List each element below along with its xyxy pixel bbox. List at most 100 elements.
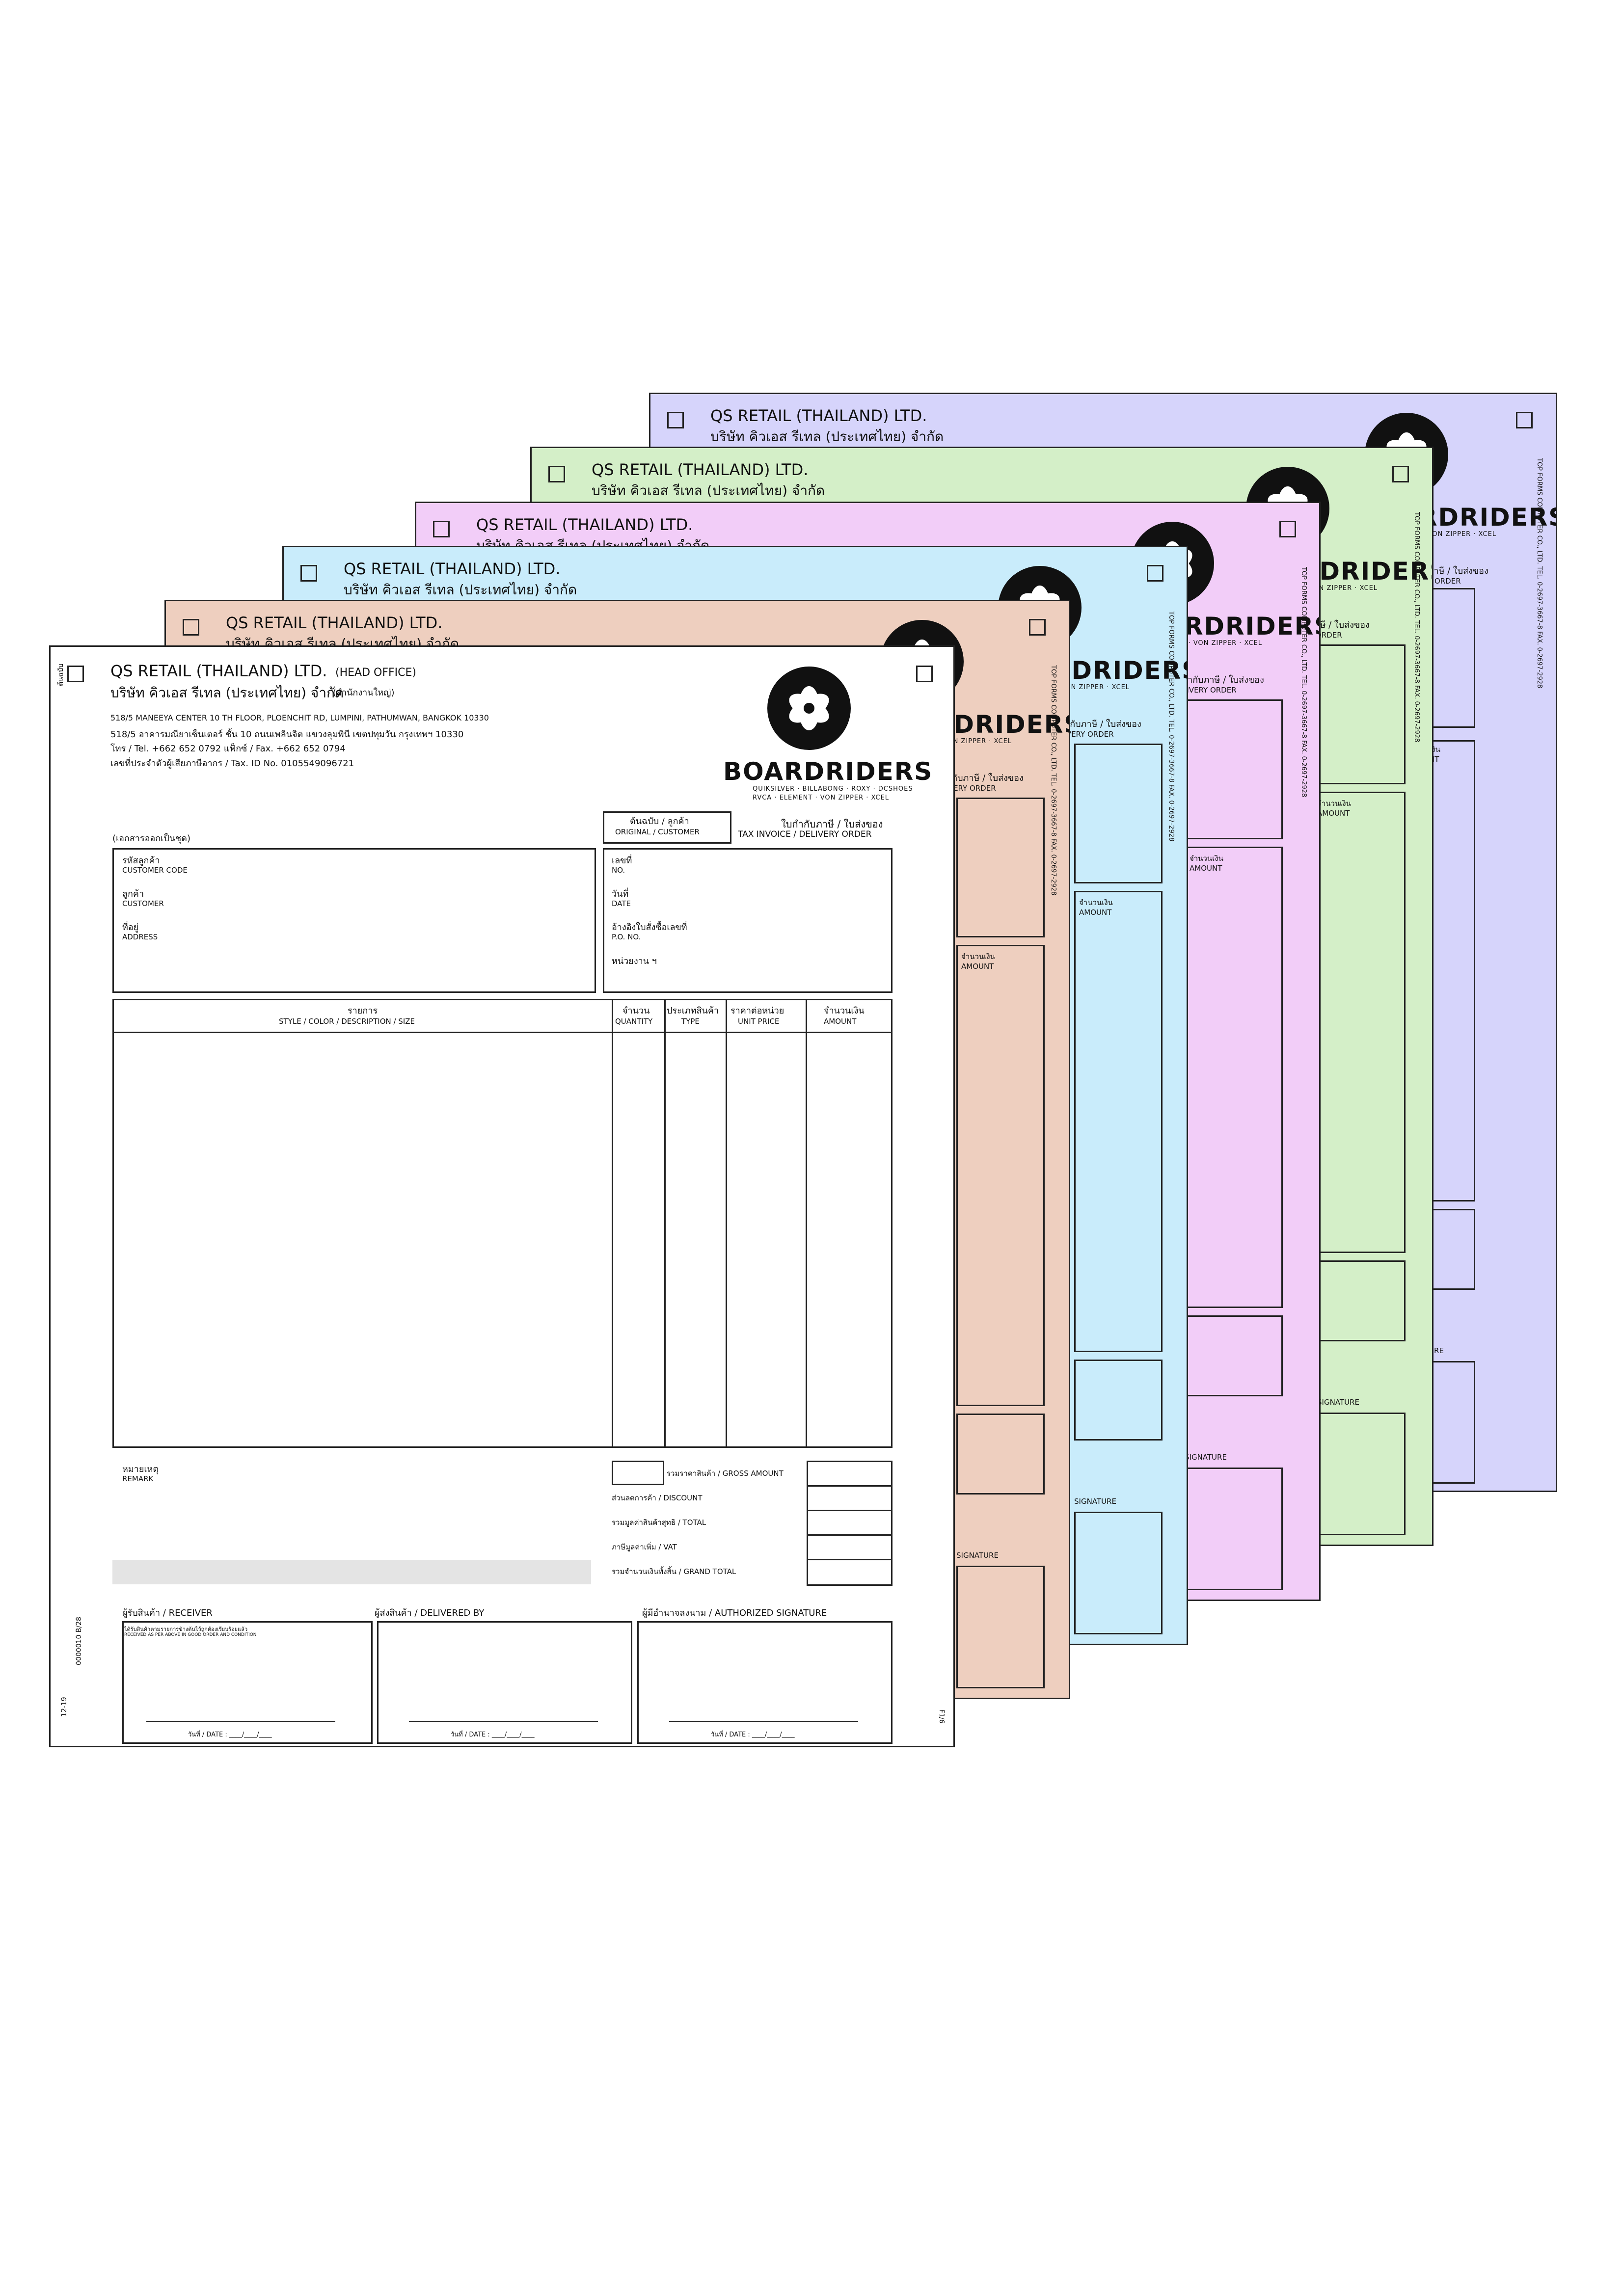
checkbox[interactable]: [1147, 565, 1163, 582]
totals-box: [956, 1414, 1045, 1495]
col-qty-th: จำนวน: [622, 1006, 650, 1016]
brand-name: BOARDRIDERS: [723, 757, 933, 786]
authorized-box: [637, 1621, 893, 1744]
no-th: เลขที่: [612, 855, 632, 866]
col-price-th: ราคาต่อหน่วย: [730, 1006, 784, 1016]
checkbox[interactable]: [183, 619, 199, 636]
amount-header-th: จำนวนเงิน: [1190, 854, 1223, 863]
totals-box: [1074, 1360, 1163, 1441]
customer-en: CUSTOMER: [122, 899, 164, 908]
checkbox[interactable]: [916, 666, 933, 682]
delivered-date: วันที่ / DATE : ____/____/____: [451, 1731, 535, 1738]
signature-box: [1185, 1468, 1283, 1590]
signature-box: [1312, 1413, 1406, 1535]
items-table: [112, 999, 893, 1448]
checkbox[interactable]: [1392, 466, 1409, 482]
copy-type-th: ต้นฉบับ / ลูกค้า: [630, 816, 689, 827]
signature-label: SIGNATURE: [1074, 1497, 1116, 1506]
checkbox[interactable]: [1516, 412, 1533, 428]
copy-title: ใบกำกับภาษี / ใบส่งของ: [1172, 675, 1264, 685]
col-amount-en: AMOUNT: [824, 1017, 857, 1026]
amount-header-en: AMOUNT: [1317, 809, 1350, 818]
col-amount-th: จำนวนเงิน: [824, 1006, 865, 1016]
amount-header-th: จำนวนเงิน: [961, 952, 995, 961]
checkbox[interactable]: [1279, 521, 1296, 537]
brand-logo-icon: [767, 667, 851, 750]
customer-th: ลูกค้า: [122, 889, 144, 899]
customer-box: [112, 848, 596, 993]
company-name-th: บริษัท คิวเอส รีเทล (ประเทศไทย) จำกัด: [710, 428, 944, 445]
sheet-white: ต้นฉบับ QS RETAIL (THAILAND) LTD. (HEAD …: [49, 645, 955, 1747]
checkbox[interactable]: [433, 521, 450, 537]
amount-header-en: AMOUNT: [1190, 864, 1222, 873]
total-label: รวมมูลค่าสินค้าสุทธิ / TOTAL: [612, 1518, 706, 1527]
gross-label: รวมราคาสินค้า / GROSS AMOUNT: [667, 1469, 784, 1478]
amount-column: [1074, 891, 1163, 1352]
totals-box: [1312, 1260, 1406, 1341]
receiver-date: วันที่ / DATE : ____/____/____: [188, 1731, 272, 1738]
col-desc-en: STYLE / COLOR / DESCRIPTION / SIZE: [279, 1017, 415, 1026]
receiver-label: ผู้รับสินค้า / RECEIVER: [122, 1608, 213, 1618]
company-name-th: บริษัท คิวเอส รีเทล (ประเทศไทย) จำกัด: [344, 582, 577, 598]
delivered-label: ผู้ส่งสินค้า / DELIVERED BY: [375, 1608, 485, 1618]
head-office: (HEAD OFFICE): [335, 667, 416, 679]
checkbox[interactable]: [67, 666, 84, 682]
customer-code-en: CUSTOMER CODE: [122, 866, 188, 875]
amount-header-en: AMOUNT: [1079, 908, 1112, 917]
signature-label: SIGNATURE: [1317, 1398, 1359, 1407]
doc-info-box: [603, 848, 893, 993]
address-th-label: ที่อยู่: [122, 922, 139, 933]
checkbox[interactable]: [1029, 619, 1046, 636]
side-label: ต้นฉบับ: [57, 664, 65, 686]
doc-note: (เอกสารออกเป็นชุด): [112, 833, 190, 844]
form-code-right: F1/6: [938, 1709, 945, 1724]
amount-header-th: จำนวนเงิน: [1317, 799, 1351, 808]
copy-title: ใบกำกับภาษี / ใบส่งของ: [1050, 719, 1141, 729]
col-type-en: TYPE: [681, 1017, 700, 1026]
branch-th: (สำนักงานใหญ่): [333, 688, 395, 698]
po-en: P.O. NO.: [612, 933, 641, 941]
amount-column: [956, 945, 1045, 1406]
brand-sub-1: QUIKSILVER · BILLABONG · ROXY · DCSHOES: [753, 785, 913, 793]
copy-type-en: ORIGINAL / CUSTOMER: [615, 828, 700, 836]
discount-label: ส่วนลดการค้า / DISCOUNT: [612, 1494, 703, 1502]
doc-title-th: ใบกำกับภาษี / ใบส่งของ: [781, 818, 883, 830]
col-qty-en: QUANTITY: [615, 1017, 653, 1026]
delivered-box: [377, 1621, 632, 1744]
form-code-left: 12-19: [60, 1697, 68, 1717]
receiver-note-th: ได้รับสินค้าตามรายการข้างต้นไว้ถูกต้องเร…: [124, 1626, 248, 1632]
info-box: [1074, 744, 1163, 883]
gross-flag-box[interactable]: [612, 1461, 664, 1485]
address-en: 518/5 MANEEYA CENTER 10 TH FLOOR, PLOENC…: [110, 713, 489, 722]
authorized-label: ผู้มีอำนาจลงนาม / AUTHORIZED SIGNATURE: [642, 1608, 827, 1618]
checkbox[interactable]: [548, 466, 565, 482]
form-serial: 0000010 B/28: [75, 1617, 83, 1665]
printer-credit: TOP FORMS COMPUTER CO., LTD. TEL. 0-2697…: [1536, 458, 1543, 689]
totals-box: [1185, 1315, 1283, 1396]
company-name-en: QS RETAIL (THAILAND) LTD.: [110, 662, 327, 680]
tax-id: เลขที่ประจำตัวผู้เสียภาษีอากร / Tax. ID …: [110, 758, 354, 769]
vat-label: ภาษีมูลค่าเพิ่ม / VAT: [612, 1543, 677, 1551]
date-en: DATE: [612, 899, 631, 908]
tel-fax: โทร / Tel. +662 652 0792 แฟ็กซ์ / Fax. +…: [110, 744, 346, 754]
address-en-label: ADDRESS: [122, 933, 158, 941]
amount-header-en: AMOUNT: [961, 962, 994, 971]
printer-credit: TOP FORMS COMPUTER CO., LTD. TEL. 0-2697…: [1300, 567, 1307, 798]
amount-column: [1312, 792, 1406, 1253]
copy-type-box: [603, 811, 731, 844]
info-box: [1312, 644, 1406, 784]
amount-column: [1185, 847, 1283, 1308]
col-type-th: ประเภทสินค้า: [667, 1006, 719, 1016]
receiver-note-en: RECEIVED AS PER ABOVE IN GOOD ORDER AND …: [124, 1632, 257, 1637]
company-name-th: บริษัท คิวเอส รีเทล (ประเทศไทย) จำกัด: [592, 482, 825, 499]
unit-th: หน่วยงาน ฯ: [612, 956, 657, 966]
checkbox[interactable]: [667, 412, 684, 428]
printer-credit: TOP FORMS COMPUTER CO., LTD. TEL. 0-2697…: [1050, 665, 1057, 896]
signature-box: [1074, 1512, 1163, 1634]
receiver-box: [122, 1621, 373, 1744]
company-name-en: QS RETAIL (THAILAND) LTD.: [226, 614, 443, 632]
address-th: 518/5 อาคารมณียาเซ็นเตอร์ ชั้น 10 ถนนเพล…: [110, 729, 464, 740]
checkbox[interactable]: [300, 565, 317, 582]
po-th: อ้างอิงใบสั่งซื้อเลขที่: [612, 922, 687, 933]
remark-field[interactable]: [112, 1560, 591, 1584]
